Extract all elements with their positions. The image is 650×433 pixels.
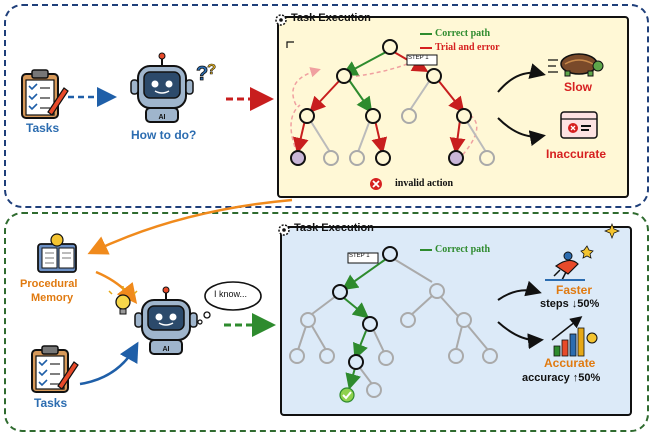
check-icon: [339, 387, 355, 403]
robot-icon: [130, 52, 194, 123]
legend-trial-top: Trial and error: [435, 42, 500, 53]
arrow-to-slow: [497, 63, 546, 93]
lightbulb-icon: [108, 286, 138, 315]
faster-label: Faster: [556, 283, 593, 297]
outcome-inaccurate-label: Inaccurate: [546, 147, 607, 161]
memory-to-agent-arrow: [95, 270, 138, 304]
arrow-to-inaccurate: [497, 117, 546, 147]
robot-badge-text-bottom: AI: [163, 346, 170, 353]
experience-to-memory-arrow: [87, 198, 293, 255]
growth-chart-icon: [551, 316, 598, 357]
turtle-icon: [548, 53, 604, 77]
book-icon: [37, 233, 77, 273]
exec-title-top: Task Execution: [291, 12, 371, 24]
tasks-label-top: Tasks: [26, 121, 60, 135]
svg-text:?: ?: [196, 63, 208, 85]
robot-icon-bottom: [134, 286, 198, 355]
arrow-to-accurate: [497, 321, 544, 350]
how-to-do-label: How to do?: [131, 128, 197, 142]
procedural-memory-label-line1: Procedural: [20, 278, 78, 290]
rocket-person-icon: [545, 245, 594, 281]
outcome-slow-label: Slow: [564, 80, 593, 94]
gear-icon-bottom: [278, 224, 290, 236]
accurate-label: Accurate: [544, 356, 596, 370]
sparkle-icon: [604, 223, 620, 239]
svg-text:?: ?: [207, 61, 216, 78]
speech-bubble-text: I know...: [214, 289, 248, 299]
step-tag-bottom: [347, 252, 379, 264]
top-panel-without-memory: [4, 4, 649, 208]
invalid-x-icon: [370, 178, 382, 190]
bottom-panel-with-memory: [4, 212, 649, 432]
clipboard-icon-bottom: [31, 345, 79, 393]
step-tag-top-label: STEP 1: [408, 55, 429, 61]
legend-correct-bottom: Correct path: [435, 244, 491, 255]
accurate-metric: accuracy ↑50%: [522, 372, 601, 384]
question-marks-icon: ? ?: [196, 61, 217, 86]
procedural-memory-label-line2: Memory: [31, 292, 74, 304]
clipboard-icon: [21, 69, 69, 119]
step-tag-top: [406, 54, 438, 66]
tasks-label-bottom: Tasks: [34, 396, 68, 410]
exec-title-bottom: Task Execution: [294, 222, 374, 234]
faster-metric: steps ↓50%: [540, 298, 600, 310]
tasks-to-agent-arrow-bottom: [79, 341, 139, 386]
speech-bubble: [197, 281, 262, 325]
arrow-to-faster: [497, 280, 542, 301]
step-tag-bottom-label: STEP 1: [349, 253, 370, 259]
error-window-icon: [560, 111, 598, 139]
legend-correct-top: Correct path: [435, 28, 491, 39]
gear-icon: [275, 14, 287, 26]
invalid-action-label: invalid action: [395, 178, 454, 189]
robot-badge-text: AI: [159, 114, 166, 121]
